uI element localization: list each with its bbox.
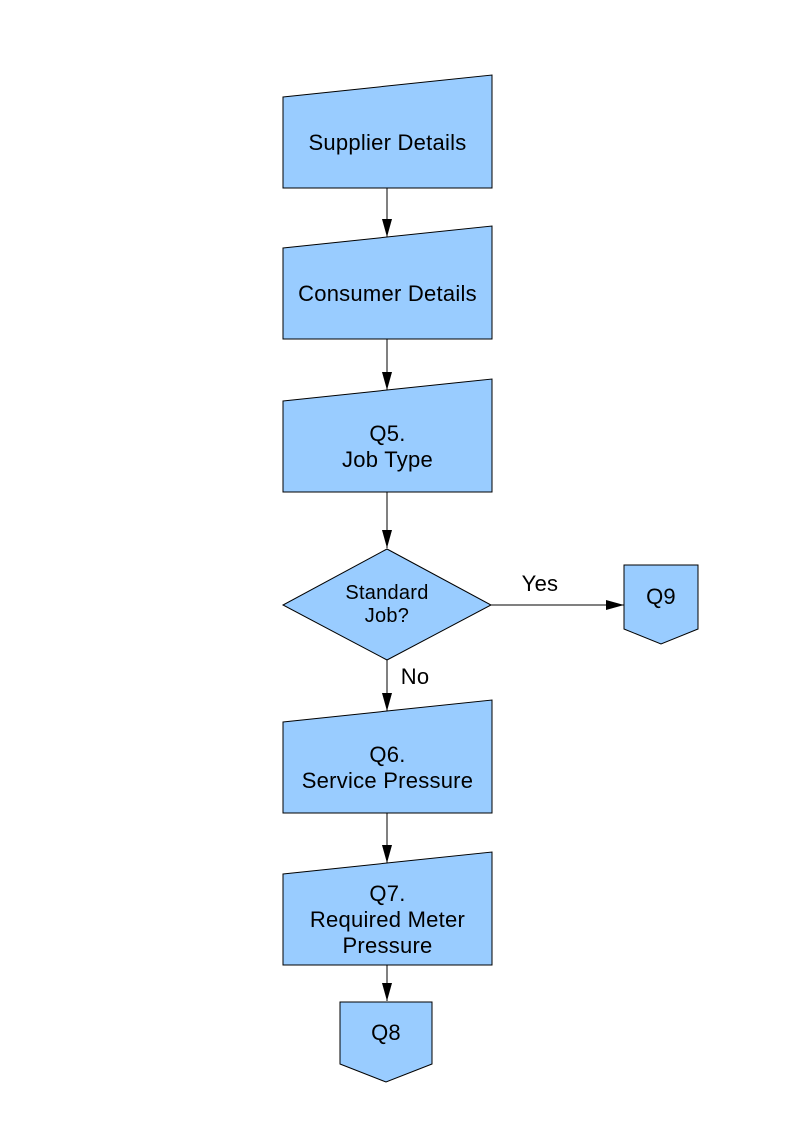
supplier-details-node-label: Supplier Details — [308, 129, 467, 155]
q5-job-type-node-label: Q5. Job Type — [342, 420, 433, 472]
q8-offpage-connector-shape — [339, 1001, 433, 1083]
q6-service-pressure-node-label: Q6. Service Pressure — [301, 741, 474, 793]
q6-service-pressure-node-shape — [282, 699, 493, 814]
yes-edge-label: Yes — [521, 571, 559, 596]
q9-offpage-connector-shape — [623, 564, 699, 645]
standard-job-decision-label: Standard Job? — [345, 581, 429, 627]
q8-offpage-connector-label: Q8 — [371, 1020, 401, 1045]
consumer-details-node-label: Consumer Details — [298, 280, 477, 306]
consumer-details-node-shape — [282, 225, 493, 340]
supplier-details-node-shape — [282, 74, 493, 189]
no-edge-label: No — [400, 664, 430, 689]
q5-job-type-node-shape — [282, 378, 493, 493]
q9-offpage-connector-label: Q9 — [646, 584, 676, 609]
q7-required-meter-pressure-node-shape — [282, 851, 493, 966]
q7-required-meter-pressure-node-label: Q7. Required Meter Pressure — [309, 880, 466, 958]
